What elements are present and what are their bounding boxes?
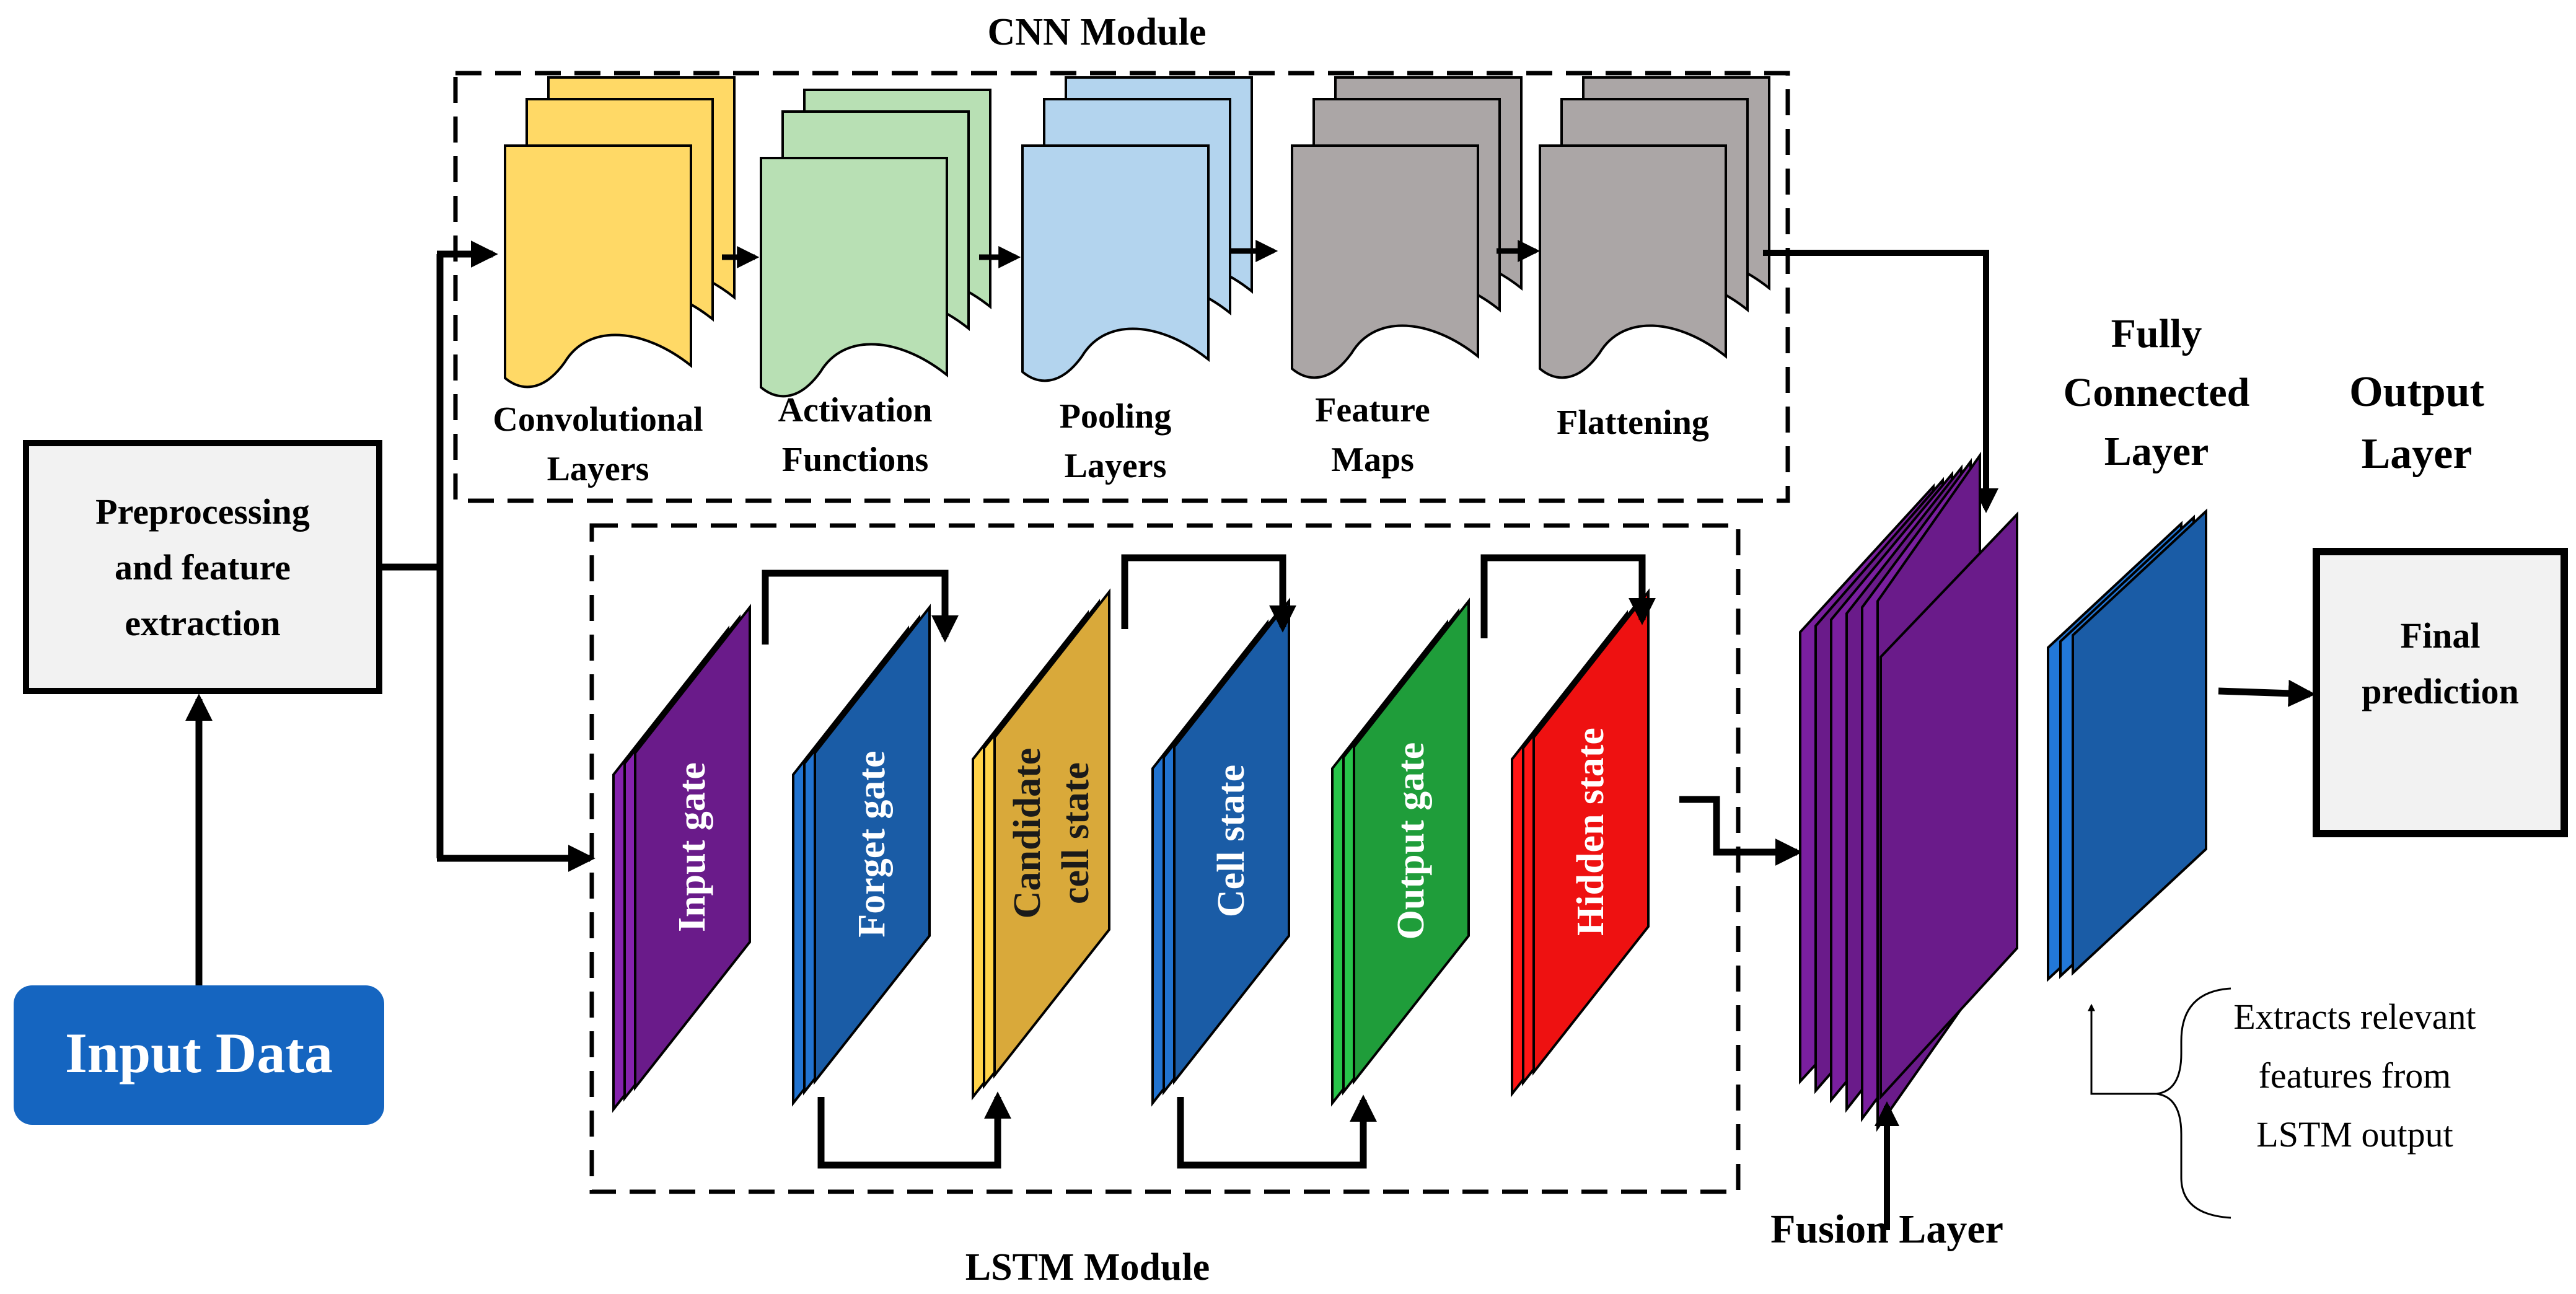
preprocessing-label: Preprocessing and feature extraction [95, 491, 310, 643]
lstm-gate-5[interactable]: Output gate [1331, 597, 1470, 1107]
arrow-hidden-to-fusion [1679, 796, 1803, 866]
svg-text:LSTM output: LSTM output [2256, 1114, 2453, 1155]
cnn-layer-label: Layers [1065, 447, 1167, 485]
cnn-layer-label: Layers [547, 450, 649, 488]
lstm-gate-2[interactable]: Forget gate [792, 604, 931, 1107]
annotation-text: Extracts relevant features from LSTM out… [2233, 997, 2476, 1155]
svg-text:extraction: extraction [125, 603, 280, 643]
gate-slab [814, 604, 931, 1085]
cnn-layer-label: Pooling [1060, 397, 1171, 436]
cnn-layer-label: Maps [1331, 441, 1414, 479]
cnn-layers: ConvolutionalLayersActivationFunctionsPo… [493, 76, 1770, 488]
cnn-layer-label: Flattening [1557, 403, 1709, 442]
gate-slab [634, 604, 751, 1091]
annotation-leader [2088, 1003, 2156, 1095]
arrow-fc-to-final [2218, 679, 2316, 707]
cnn-layer-label: Activation [778, 391, 933, 429]
lstm-gate-label: Cell state [1210, 765, 1252, 917]
cnn-module-frame [453, 71, 1790, 503]
input-data-box[interactable] [14, 985, 384, 1125]
cnn-layer-label: Convolutional [493, 400, 703, 439]
lstm-gate-label: cell state [1055, 762, 1097, 904]
arrow-flattening-to-fusion [1763, 250, 1998, 513]
fc-slab [2072, 508, 2207, 976]
fully-connected-label: Fully Connected Layer [2064, 311, 2250, 474]
final-prediction-label: Final prediction [2362, 615, 2519, 711]
lstm-gate-label: Input gate [671, 762, 713, 932]
cnn-module-title: CNN Module [987, 11, 1206, 53]
svg-text:Preprocessing: Preprocessing [95, 491, 310, 532]
lstm-loop-connectors [762, 554, 1656, 1169]
fully-connected-stack[interactable] [2047, 508, 2207, 982]
svg-text:Final: Final [2401, 615, 2481, 656]
lstm-gate-1[interactable]: Input gate [612, 604, 751, 1113]
final-prediction-box[interactable] [2313, 548, 2568, 837]
cnn-layer-sheet [504, 144, 692, 389]
annotation-brace [2156, 987, 2231, 1219]
lstm-gate-label: Candidate [1006, 748, 1048, 919]
svg-text:Output: Output [2349, 368, 2484, 416]
lstm-gate-label: Hidden state [1570, 728, 1612, 936]
cnn-chain-arrows [722, 240, 1541, 268]
preprocessing-branch-connector [379, 240, 596, 872]
lstm-module-title: LSTM Module [965, 1246, 1210, 1288]
gate-slab [993, 588, 1110, 1079]
output-layer-label: Output Layer [2349, 368, 2484, 478]
cnn-layer-5[interactable]: Flattening [1539, 76, 1770, 442]
svg-text:and feature: and feature [115, 547, 291, 588]
gate-slab [1173, 597, 1290, 1085]
gate-slab [1353, 597, 1470, 1085]
input-data-label: Input Data [65, 1021, 333, 1085]
svg-text:Layer: Layer [2104, 429, 2209, 474]
cnn-layer-sheet [1021, 144, 1210, 382]
fusion-layer-label: Fusion Layer [1770, 1207, 2003, 1252]
preprocessing-box[interactable] [23, 440, 382, 694]
svg-text:Extracts relevant: Extracts relevant [2233, 997, 2476, 1037]
lstm-gate-label: Forget gate [851, 750, 893, 937]
cnn-layer-label: Functions [782, 441, 929, 479]
svg-text:prediction: prediction [2362, 671, 2519, 711]
cnn-layer-sheet [1539, 144, 1727, 379]
cnn-layer-label: Feature [1315, 391, 1430, 429]
svg-text:Connected: Connected [2064, 370, 2250, 415]
svg-text:Layer: Layer [2362, 430, 2473, 478]
svg-text:features from: features from [2259, 1055, 2451, 1096]
cnn-layer-sheet [1291, 144, 1479, 379]
cnn-layer-sheet [760, 157, 948, 398]
svg-text:Fully: Fully [2111, 311, 2202, 356]
lstm-gate-4[interactable]: Cell state [1151, 597, 1290, 1107]
fusion-layer-stack[interactable] [1799, 451, 2018, 1132]
lstm-gate-6[interactable]: Hidden state [1511, 588, 1650, 1098]
gate-slab [1532, 588, 1650, 1076]
lstm-gate-label: Output gate [1390, 742, 1432, 940]
fusion-slab-front [1879, 511, 2018, 1101]
